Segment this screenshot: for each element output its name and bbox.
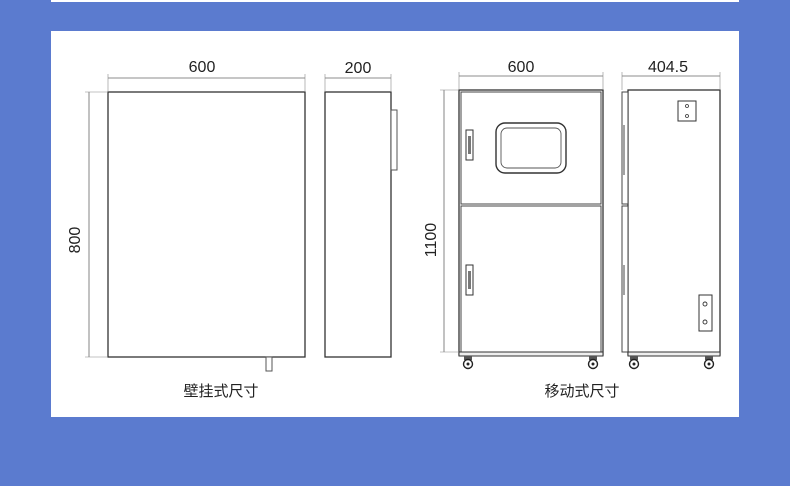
wall-depth-dimension: 200 bbox=[324, 60, 392, 92]
wall-mounted-caption: 壁挂式尺寸 bbox=[183, 382, 258, 400]
mobile-caption: 移动式尺寸 bbox=[544, 382, 619, 400]
mobile-front-view bbox=[458, 89, 604, 357]
top-white-strip bbox=[51, 0, 739, 2]
wall-mounted-front-view bbox=[107, 91, 306, 372]
wall-mounted-side-view bbox=[324, 91, 398, 358]
wall-height-label: 800 bbox=[67, 227, 84, 254]
mobile-side-view bbox=[621, 89, 721, 357]
mobile-side-casters bbox=[628, 356, 715, 370]
mobile-front-casters bbox=[462, 356, 599, 370]
wall-width-dimension: 600 bbox=[107, 59, 306, 92]
mobile-width-label: 600 bbox=[508, 59, 535, 76]
wall-width-label: 600 bbox=[189, 59, 216, 76]
mobile-height-dimension: 1100 bbox=[423, 89, 459, 353]
mobile-depth-label: 404.5 bbox=[648, 59, 688, 76]
wall-height-dimension: 800 bbox=[67, 91, 108, 358]
mobile-height-label: 1100 bbox=[423, 223, 440, 258]
mobile-width-dimension: 600 bbox=[458, 59, 604, 90]
wall-depth-label: 200 bbox=[345, 60, 372, 77]
mobile-depth-dimension: 404.5 bbox=[621, 59, 721, 90]
